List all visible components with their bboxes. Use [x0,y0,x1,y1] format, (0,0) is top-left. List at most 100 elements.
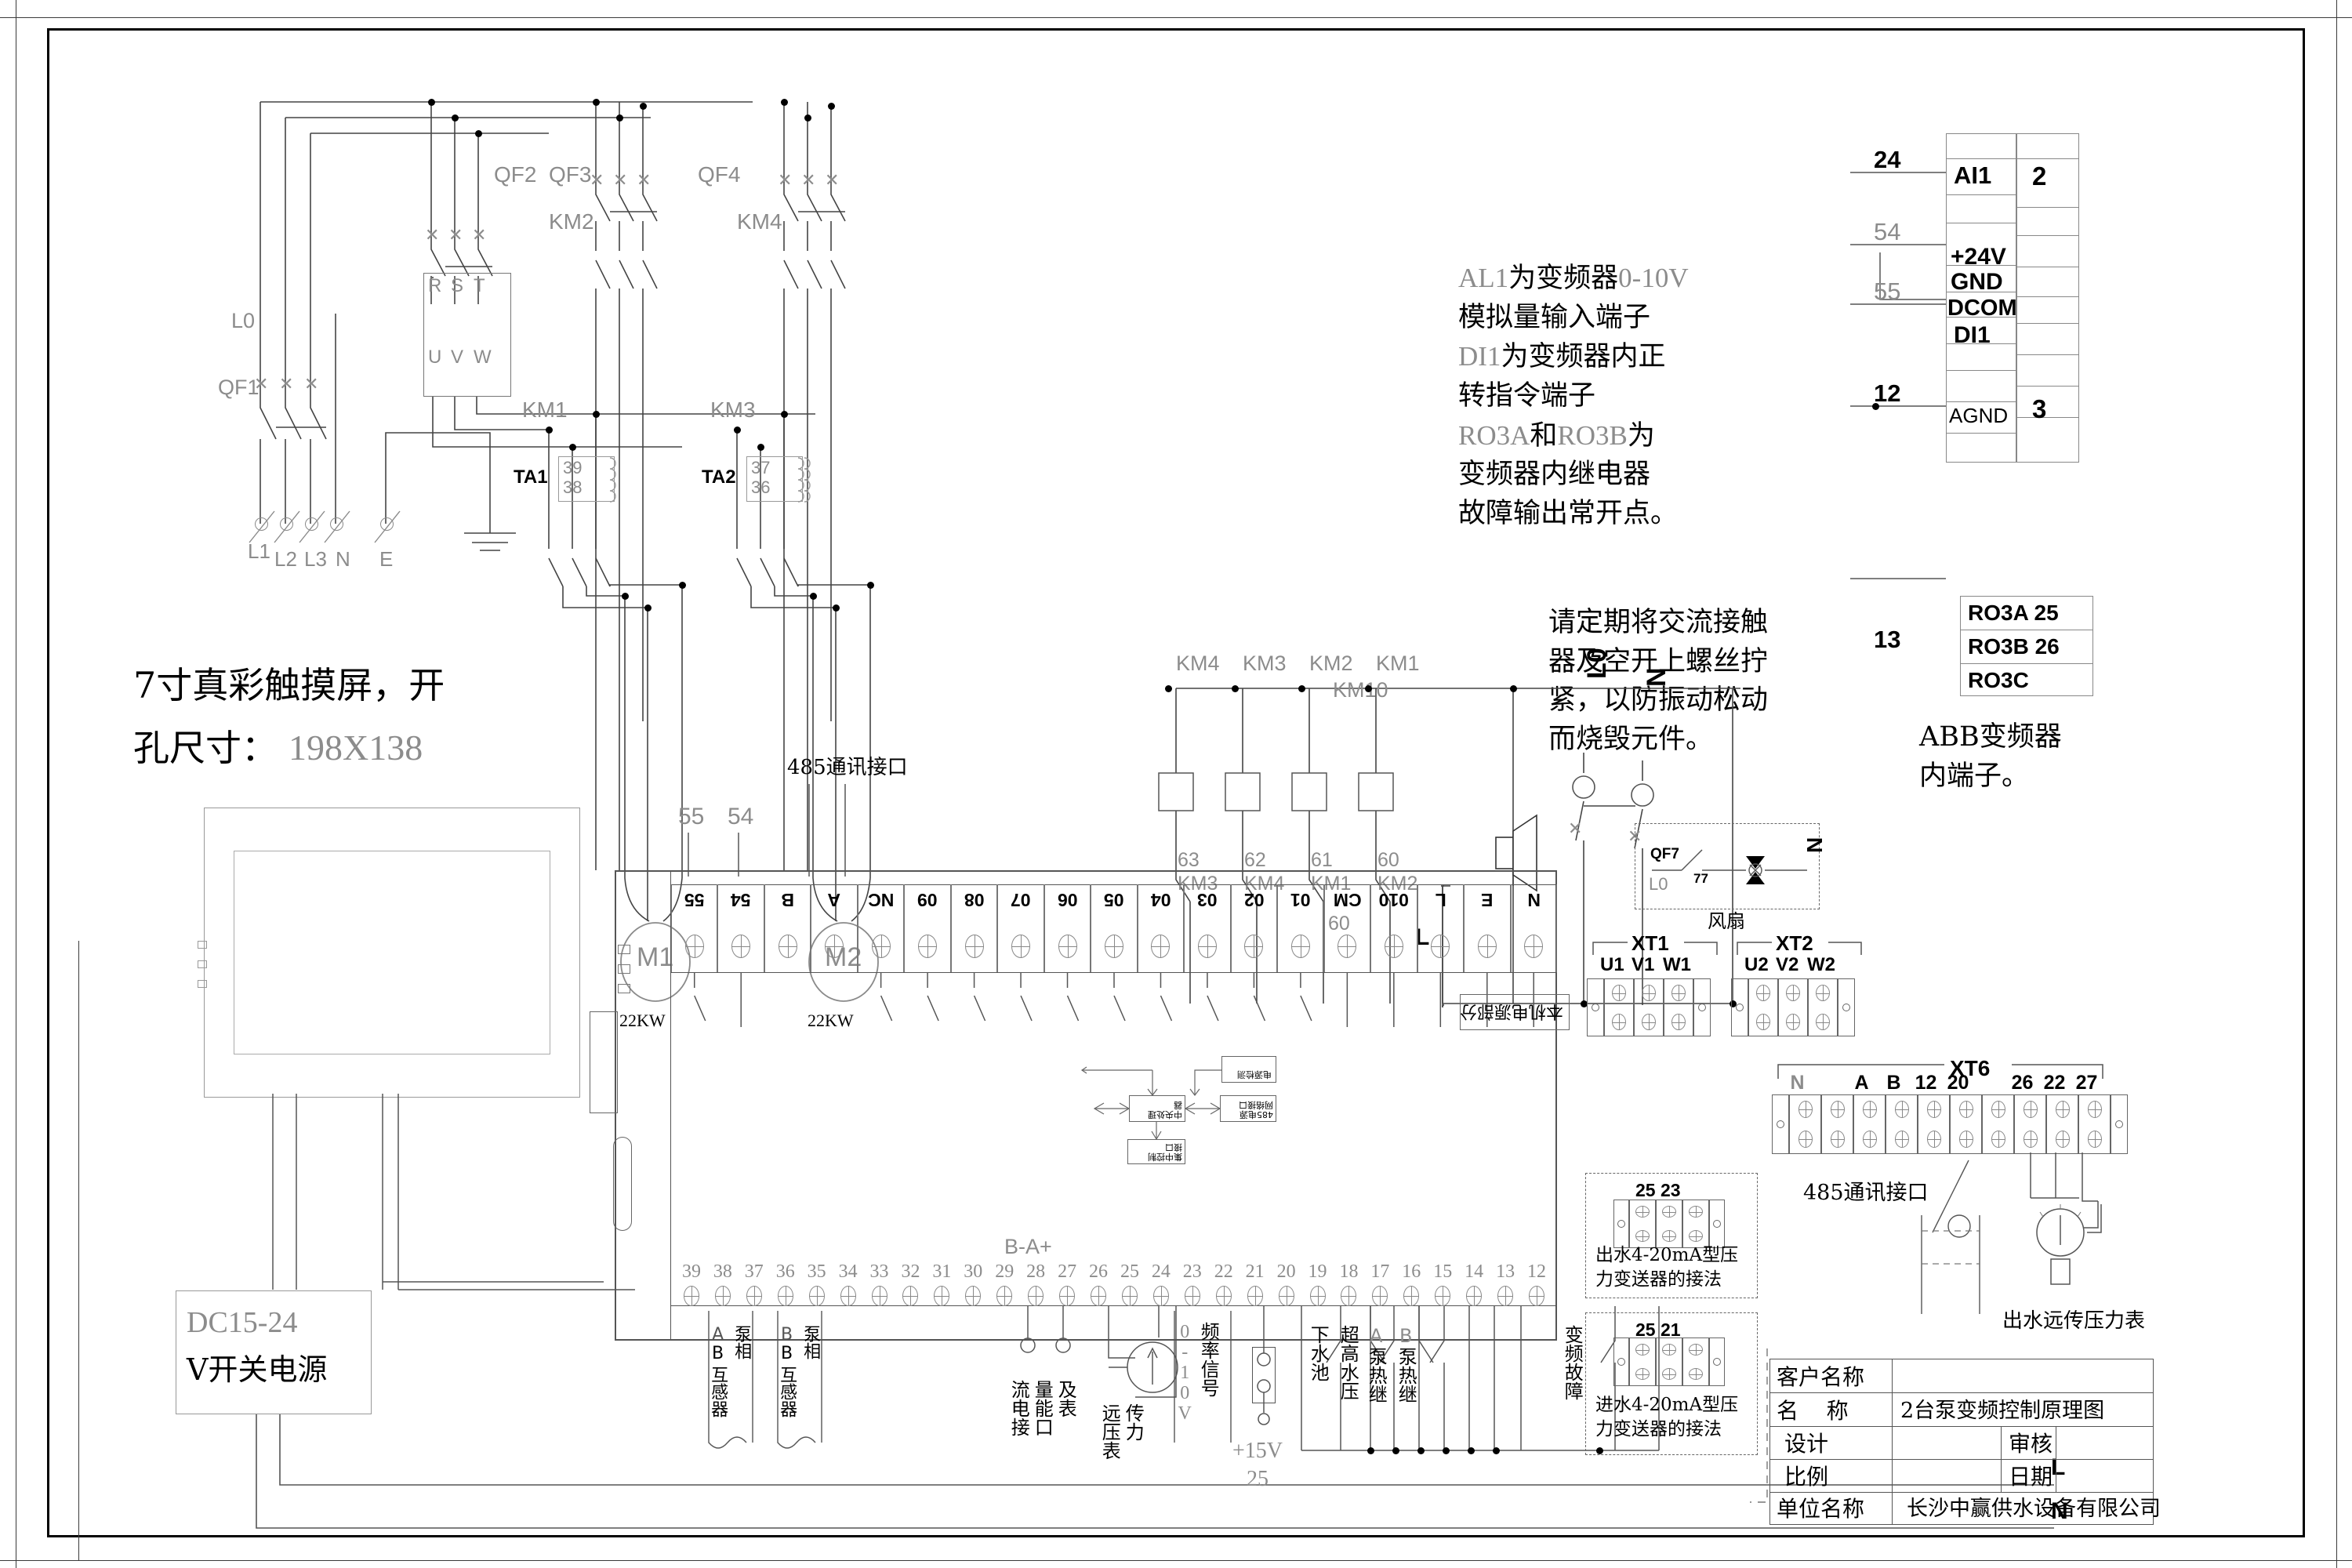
terminal-block-cell[interactable] [1634,978,1664,1036]
terminal-screw[interactable] [1830,1131,1845,1148]
plc-bottom-terminal-screw[interactable] [1152,1286,1169,1306]
plc-top-terminal-cell[interactable] [1323,884,1371,972]
terminal-screw[interactable] [2055,1131,2070,1148]
terminal-block-cell[interactable] [1821,1094,1853,1154]
plc-top-terminal-cell[interactable] [904,884,951,972]
plc-bottom-terminal-screw[interactable] [871,1286,887,1306]
plc-bottom-terminal-screw[interactable] [1278,1286,1294,1306]
terminal-screw[interactable] [1635,1368,1650,1380]
plc-top-terminal-screw[interactable] [871,935,891,958]
terminal-screw[interactable] [1926,1131,1941,1148]
plc-bottom-terminal-screw[interactable] [1341,1286,1357,1306]
terminal-screw[interactable] [1862,1101,1877,1118]
terminal-block-cell[interactable] [1656,1338,1682,1386]
terminal-block-cell[interactable] [1629,1338,1656,1386]
terminal-block-cell[interactable] [1664,978,1693,1036]
plc-bottom-terminal-screw[interactable] [777,1286,793,1306]
plc-top-terminal-cell[interactable] [1137,884,1185,972]
terminal-screw[interactable] [1671,985,1686,1001]
plc-bottom-terminal-screw[interactable] [1309,1286,1326,1306]
terminal-screw[interactable] [1689,1368,1703,1380]
plc-top-terminal-cell[interactable] [857,884,905,972]
plc-bottom-terminal-screw[interactable] [1435,1286,1451,1306]
plc-top-terminal-screw[interactable] [731,935,751,958]
terminal-block-cell[interactable] [2046,1094,2078,1154]
plc-top-terminal-cell[interactable] [1230,884,1278,972]
plc-top-terminal-screw[interactable] [778,935,797,958]
terminal-screw[interactable] [1662,1230,1676,1242]
terminal-block-cell[interactable] [1656,1200,1682,1248]
plc-bottom-terminal-screw[interactable] [996,1286,1013,1306]
plc-top-terminal-screw[interactable] [1477,935,1497,958]
plc-top-terminal-screw[interactable] [684,935,704,958]
terminal-screw[interactable] [1671,1014,1686,1030]
plc-bottom-terminal-screw[interactable] [1497,1286,1514,1306]
plc-top-terminal-cell[interactable] [1510,884,1557,972]
plc-top-terminal-screw[interactable] [1151,935,1171,958]
plc-top-terminal-screw[interactable] [1197,935,1217,958]
plc-top-terminal-cell[interactable] [1044,884,1091,972]
plc-bottom-terminal-screw[interactable] [1121,1286,1138,1306]
terminal-screw[interactable] [2023,1101,2038,1118]
plc-top-terminal-screw[interactable] [1105,935,1123,958]
terminal-block-cell[interactable] [1982,1094,2014,1154]
plc-top-terminal-cell[interactable] [1464,884,1511,972]
terminal-block-cell[interactable] [1629,1200,1656,1248]
plc-bottom-terminal-screw[interactable] [840,1286,856,1306]
terminal-block-cell[interactable] [1886,1094,1918,1154]
plc-bottom-terminal-screw[interactable] [714,1286,731,1306]
terminal-block-cell[interactable] [1950,1094,1982,1154]
plc-bottom-terminal-screw[interactable] [965,1286,982,1306]
terminal-block-cell[interactable] [1853,1094,1886,1154]
terminal-screw[interactable] [1756,1014,1770,1030]
plc-top-terminal-cell[interactable] [1184,884,1231,972]
terminal-screw[interactable] [1689,1344,1703,1356]
terminal-block-cell[interactable] [1682,1338,1709,1386]
terminal-screw[interactable] [1830,1101,1845,1118]
terminal-screw[interactable] [1894,1101,1909,1118]
plc-top-terminal-cell[interactable] [1370,884,1417,972]
plc-bottom-terminal-screw[interactable] [1372,1286,1388,1306]
terminal-screw[interactable] [1635,1344,1650,1356]
terminal-screw[interactable] [1612,985,1626,1001]
plc-bottom-terminal-screw[interactable] [1247,1286,1263,1306]
terminal-screw[interactable] [2023,1131,2038,1148]
plc-bottom-terminal-screw[interactable] [808,1286,825,1306]
terminal-screw[interactable] [1662,1368,1676,1380]
terminal-screw[interactable] [1786,985,1800,1001]
plc-bottom-terminal-screw[interactable] [746,1286,762,1306]
terminal-screw[interactable] [1862,1131,1877,1148]
plc-top-terminal-screw[interactable] [1431,935,1450,958]
terminal-screw[interactable] [1798,1131,1813,1148]
plc-top-terminal-cell[interactable] [1091,884,1138,972]
terminal-screw[interactable] [1635,1206,1650,1218]
terminal-screw[interactable] [1689,1230,1703,1242]
terminal-screw[interactable] [1816,1014,1830,1030]
plc-top-terminal-cell[interactable] [950,884,998,972]
plc-top-terminal-screw[interactable] [918,935,938,958]
plc-top-terminal-cell[interactable] [997,884,1044,972]
plc-bottom-terminal-screw[interactable] [934,1286,950,1306]
plc-top-terminal-cell[interactable] [717,884,764,972]
terminal-screw[interactable] [2087,1101,2102,1118]
terminal-screw[interactable] [1642,1014,1656,1030]
plc-bottom-terminal-screw[interactable] [1403,1286,1420,1306]
terminal-screw[interactable] [1786,1014,1800,1030]
plc-top-terminal-screw[interactable] [1011,935,1031,958]
terminal-screw[interactable] [1612,1014,1626,1030]
terminal-screw[interactable] [2087,1131,2102,1148]
plc-top-terminal-screw[interactable] [1338,935,1357,958]
terminal-screw[interactable] [1926,1101,1941,1118]
plc-top-terminal-screw[interactable] [964,935,984,958]
plc-top-terminal-cell[interactable] [671,884,718,972]
plc-top-terminal-screw[interactable] [1384,935,1403,958]
terminal-screw[interactable] [1756,985,1770,1001]
terminal-block-cell[interactable] [1604,978,1634,1036]
terminal-screw[interactable] [1816,985,1830,1001]
plc-top-terminal-cell[interactable] [764,884,811,972]
plc-top-terminal-screw[interactable] [1058,935,1077,958]
terminal-screw[interactable] [1958,1131,1973,1148]
plc-bottom-terminal-screw[interactable] [683,1286,699,1306]
terminal-block-cell[interactable] [1778,978,1808,1036]
terminal-block-cell[interactable] [1748,978,1778,1036]
